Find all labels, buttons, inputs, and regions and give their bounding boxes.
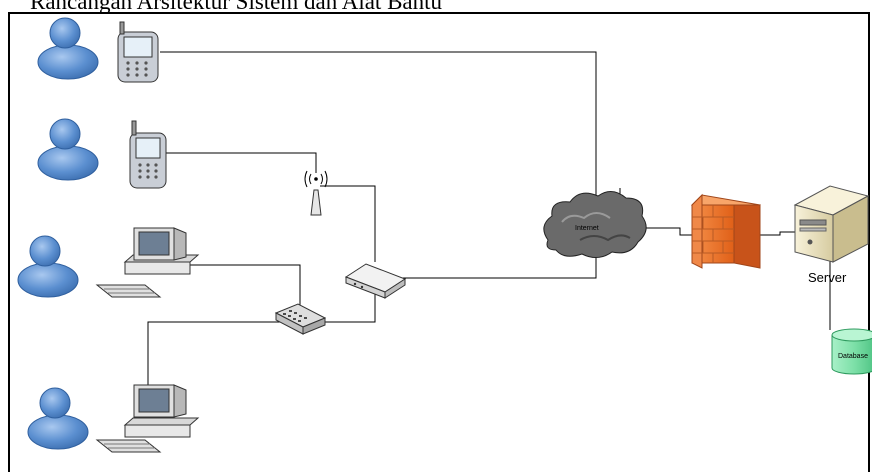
server-label: Server bbox=[808, 270, 847, 285]
desktop-computer-2-icon bbox=[95, 384, 200, 453]
internet-cloud-icon bbox=[543, 188, 647, 258]
database-icon bbox=[831, 328, 872, 375]
user-3-icon bbox=[17, 235, 79, 298]
database-label: Database bbox=[838, 353, 868, 360]
router-icon bbox=[344, 263, 407, 299]
mobile-phone-1-icon bbox=[117, 21, 159, 83]
diagram-title: Rancangan Arsitektur Sistem dan Alat Ban… bbox=[30, 0, 443, 14]
diagram-frame bbox=[8, 12, 870, 472]
user-1-icon bbox=[37, 17, 99, 80]
mobile-phone-2-icon bbox=[129, 120, 167, 189]
link-pc2-switch bbox=[147, 321, 280, 385]
desktop-computer-1-icon bbox=[95, 227, 200, 298]
network-switch-icon bbox=[274, 303, 327, 335]
link-router-switch bbox=[322, 290, 376, 323]
wireless-access-point-icon bbox=[304, 170, 328, 216]
connection-lines bbox=[147, 51, 831, 385]
user-4-icon bbox=[27, 387, 89, 450]
user-2-icon bbox=[37, 118, 99, 181]
firewall-icon bbox=[690, 193, 762, 269]
link-internet-firewall bbox=[640, 227, 696, 236]
internet-label: Internet bbox=[575, 225, 599, 232]
link-phone2-wifi bbox=[165, 152, 317, 173]
link-phone1-internet bbox=[160, 51, 597, 279]
link-pc1-switch bbox=[190, 264, 301, 310]
link-wifi-router bbox=[320, 185, 376, 262]
link-firewall-server bbox=[750, 231, 831, 330]
server-icon bbox=[793, 185, 870, 263]
